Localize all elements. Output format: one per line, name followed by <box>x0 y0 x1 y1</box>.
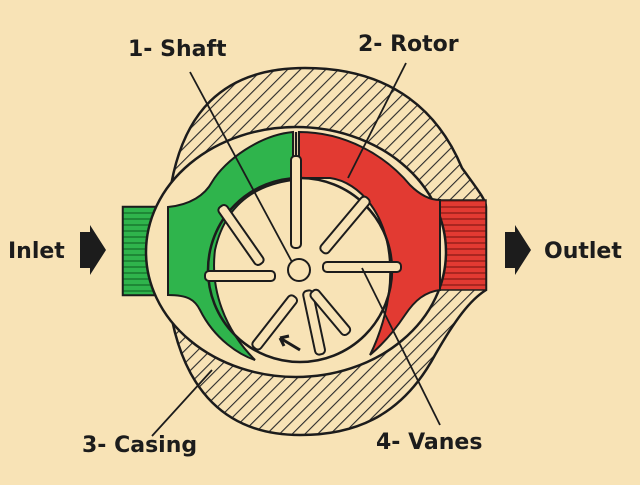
vane <box>290 155 302 249</box>
vane <box>251 294 299 351</box>
vanes-label: 4- Vanes <box>376 430 482 455</box>
vanes <box>204 155 402 356</box>
shaft <box>287 258 311 282</box>
casing-leader <box>151 369 213 437</box>
vane <box>322 261 402 273</box>
rotation-arrow-icon <box>278 334 301 352</box>
inlet-label: Inlet <box>8 239 65 264</box>
outlet-arrow-icon <box>505 225 531 275</box>
vane <box>204 270 276 282</box>
shaft-label: 1- Shaft <box>128 37 227 62</box>
vane <box>302 289 327 356</box>
vane <box>309 288 352 337</box>
inlet-fluid <box>167 130 294 361</box>
casing-label: 3- Casing <box>82 433 197 458</box>
vane <box>217 204 265 266</box>
shaft-leader <box>189 71 293 263</box>
vane <box>319 195 371 255</box>
vanes-leader <box>361 267 441 426</box>
inlet-arrow-icon <box>80 225 106 275</box>
rotor-leader <box>347 62 407 179</box>
leader-lines <box>151 62 441 437</box>
rotor-label: 2- Rotor <box>358 32 459 57</box>
outlet-label: Outlet <box>544 239 622 264</box>
